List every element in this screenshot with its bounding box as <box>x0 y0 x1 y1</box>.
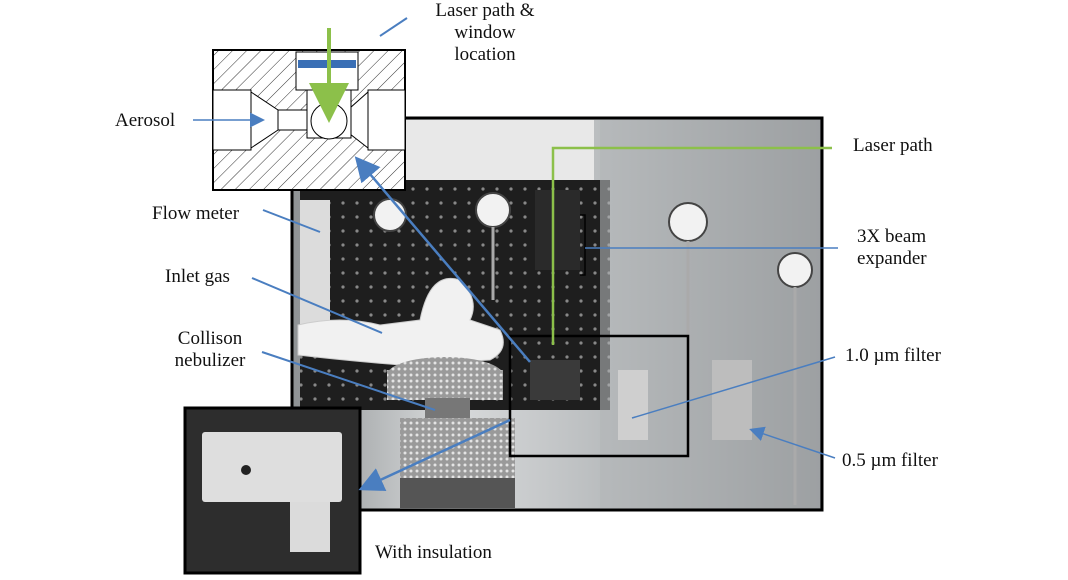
inlet-insulation <box>297 278 504 366</box>
pressure-gauges <box>373 192 813 505</box>
label-collison-nebulizer: Collison nebulizer <box>160 328 260 372</box>
label-line: expander <box>857 248 927 269</box>
label-with-insulation: With insulation <box>375 542 492 563</box>
sample-cell <box>530 360 580 400</box>
label-line: Laser path & <box>435 0 535 21</box>
laser-path-line <box>551 146 832 345</box>
cell-cross-section <box>193 28 406 191</box>
inset-photo <box>183 406 362 575</box>
label-laser-path: Laser path <box>853 135 933 156</box>
label-filter-1um: 1.0 µm filter <box>845 345 941 366</box>
label-line: window <box>454 22 516 43</box>
label-line: location <box>454 44 516 65</box>
filter-05um <box>712 360 752 440</box>
filter-1um <box>618 370 648 440</box>
collison-nebulizer <box>400 418 515 478</box>
label-aerosol: Aerosol <box>115 110 176 131</box>
label-beam-expander: 3X beam expander <box>857 226 927 270</box>
label-line: 3X beam <box>857 226 927 247</box>
beam-expander <box>535 190 580 270</box>
label-line: Collison <box>177 328 243 349</box>
label-filter-05um: 0.5 µm filter <box>842 450 938 471</box>
highlight-box <box>508 334 690 458</box>
leader-lines <box>251 17 838 491</box>
label-flow-meter: Flow meter <box>152 203 240 224</box>
label-laser-window: Laser path & window location <box>410 0 560 66</box>
insulated-cell <box>202 432 342 502</box>
label-inlet-gas: Inlet gas <box>165 266 230 287</box>
label-line: nebulizer <box>174 350 246 371</box>
